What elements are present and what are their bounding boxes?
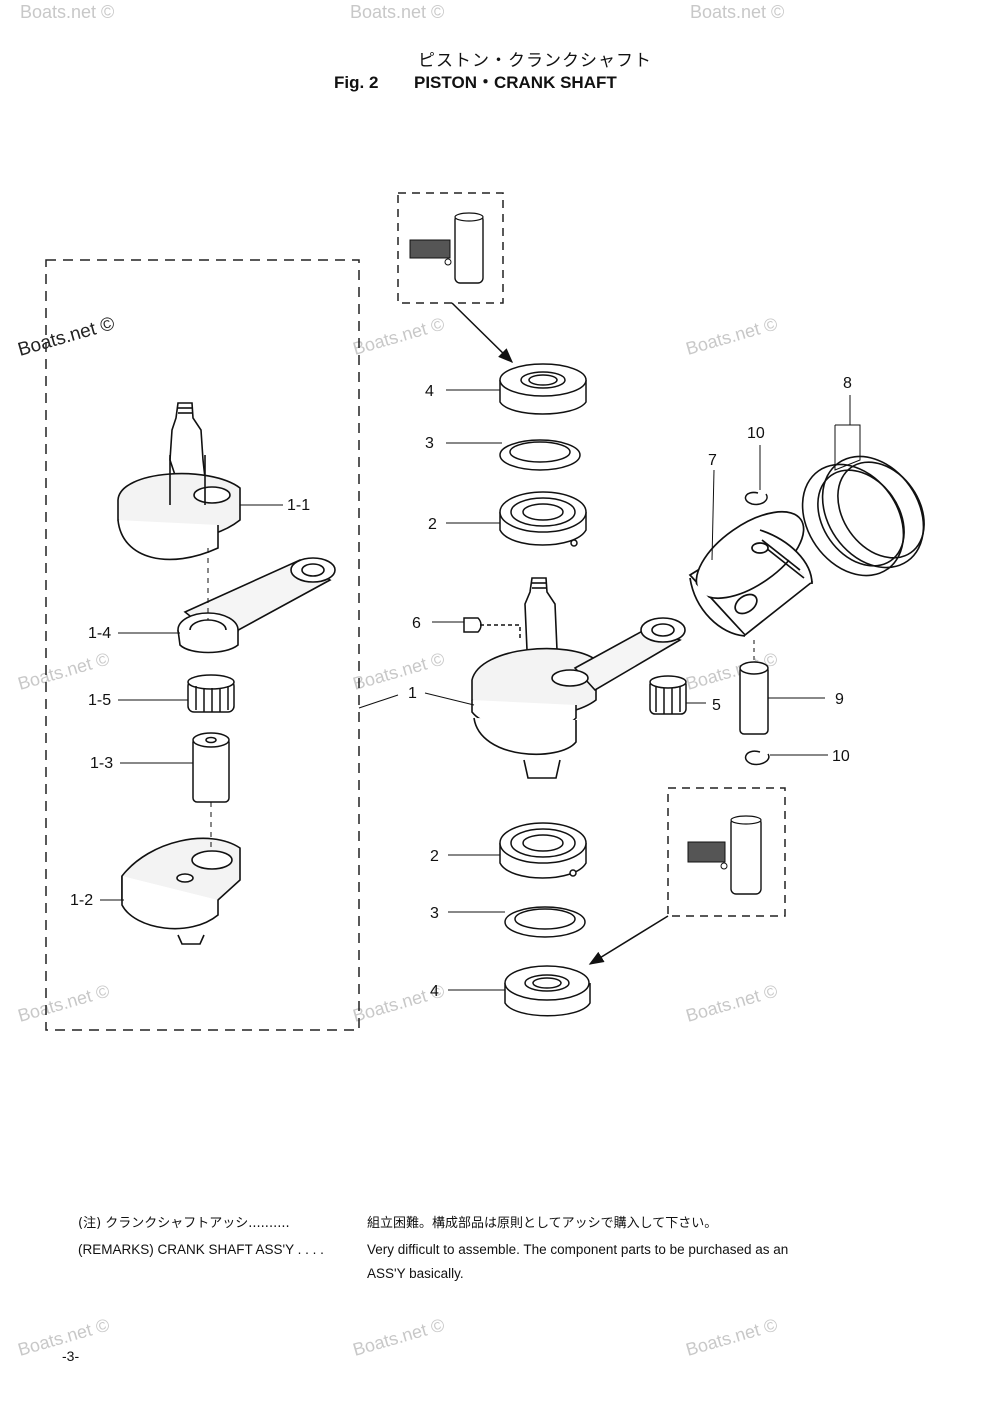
title-japanese: ピストン・クランクシャフト (418, 51, 652, 71)
piston-rings (801, 455, 925, 577)
watermark-text: Boats.net © (351, 314, 447, 359)
watermark-text: Boats.net © (16, 313, 117, 361)
woodruff-key (463, 617, 521, 640)
piston (688, 510, 814, 637)
callout-1-2: 1-2 (70, 892, 93, 909)
circlip-top (744, 491, 768, 506)
watermark-text: Boats.net © (684, 314, 780, 359)
callout-2-bottom: 2 (430, 848, 439, 865)
page-number: -3- (62, 1348, 80, 1364)
watermark-text: Boats.net © (351, 649, 447, 694)
callout-1-4: 1-4 (88, 625, 111, 642)
washer-top (499, 439, 581, 471)
seal-detail-inset-top (397, 192, 504, 304)
remarks-en-text: Very difficult to assemble. The componen… (367, 1242, 789, 1257)
remarks-english-continued: ASS'Y basically. (367, 1266, 464, 1281)
crank-upper-half (117, 402, 241, 561)
remarks-jp-label: (注) クランクシャフトアッシ.......... (78, 1216, 290, 1231)
watermark-text: Boats.net © (350, 2, 444, 22)
crank-lower-half (121, 837, 241, 945)
callout-4-bottom: 4 (430, 983, 439, 1000)
connecting-rod (177, 557, 336, 654)
figure-label: Fig. 2 (334, 73, 379, 92)
callout-3-top: 3 (425, 435, 434, 452)
crank-pin (192, 732, 230, 803)
crankshaft-assembly (471, 577, 686, 779)
assembly-group-box (45, 259, 360, 1031)
callout-1-3: 1-3 (90, 755, 113, 772)
watermark-text: Boats.net © (684, 981, 780, 1026)
leader-lines-left (100, 504, 399, 901)
piston-pin (739, 661, 769, 735)
callout-4-top: 4 (425, 383, 434, 400)
callout-5: 5 (712, 697, 721, 714)
remarks-en-label: (REMARKS) CRANK SHAFT ASS'Y . . . . (78, 1242, 324, 1257)
watermark-text: Boats.net © (16, 649, 112, 694)
circlip-bottom (744, 750, 770, 766)
remarks-english: (REMARKS) CRANK SHAFT ASS'Y . . . . Very … (78, 1242, 788, 1257)
oil-seal-top (499, 363, 587, 415)
remarks-japanese: (注) クランクシャフトアッシ.......... 組立困難。構成部品は原則として… (78, 1212, 717, 1231)
watermark-text: Boats.net © (690, 2, 784, 22)
callout-1-5: 1-5 (88, 692, 111, 709)
ball-bearing-bottom (499, 822, 587, 879)
title-english: Fig. 2 PISTON・CRANK SHAFT (334, 68, 617, 93)
watermark-text: Boats.net © (16, 981, 112, 1026)
watermark-text: Boats.net © (20, 2, 114, 22)
washer-bottom (504, 906, 586, 938)
callout-1-1: 1-1 (287, 497, 310, 514)
figure-title: PISTON・CRANK SHAFT (414, 73, 617, 92)
needle-bearing (187, 674, 235, 713)
leader-lines-right (424, 389, 861, 991)
ball-bearing-top (499, 491, 587, 547)
oil-seal-bottom (504, 965, 591, 1017)
callout-2-top: 2 (428, 516, 437, 533)
watermark-text: Boats.net © (351, 1315, 447, 1360)
watermark-text: Boats.net © (684, 1315, 780, 1360)
callout-8: 8 (843, 375, 852, 392)
callout-10-top: 10 (747, 425, 765, 442)
callout-9: 9 (835, 691, 844, 708)
callout-10-bottom: 10 (832, 748, 850, 765)
callout-labels: 1-1 1-4 1-5 1-3 1-2 1 4 3 2 6 5 7 10 8 9… (70, 375, 852, 1000)
callout-6: 6 (412, 615, 421, 632)
needle-bearing-small-end (649, 675, 687, 715)
callout-1: 1 (408, 685, 417, 702)
callout-7: 7 (708, 452, 717, 469)
seal-detail-inset-bottom (667, 787, 786, 917)
callout-3-bottom: 3 (430, 905, 439, 922)
remarks-jp-text: 組立困難。構成部品は原則としてアッシで購入して下さい。 (367, 1216, 718, 1231)
